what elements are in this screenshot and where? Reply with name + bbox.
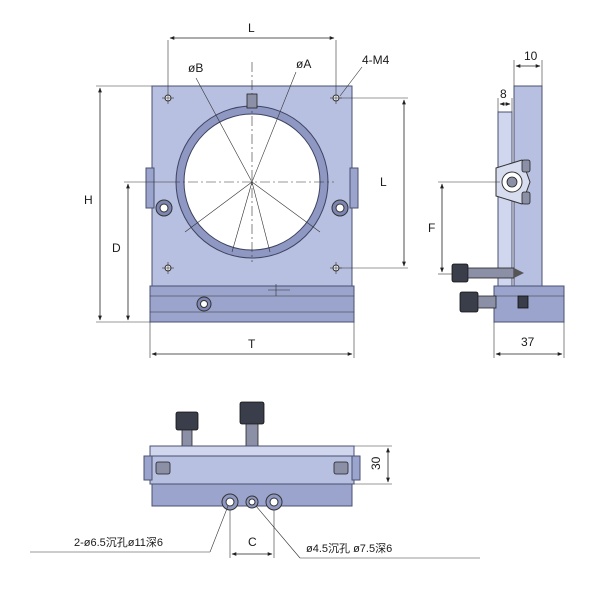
label-C: C [248, 535, 257, 549]
retaining-screw [246, 93, 258, 109]
front-base [149, 285, 355, 323]
front-view: L øB øA 4-M4 H D L T [84, 21, 408, 358]
label-30: 30 [369, 456, 383, 470]
label-phiB: øB [188, 61, 203, 75]
bottom-knob-right [239, 401, 265, 425]
label-F: F [428, 221, 435, 235]
bottom-top-layer [149, 445, 355, 457]
side-knob-lower [459, 291, 479, 313]
side-view: 10 8 F 37 [428, 49, 565, 358]
label-phiA: øA [296, 57, 311, 71]
label-H: H [84, 193, 93, 207]
label-D: D [112, 241, 121, 255]
bottom-view: 30 C 2-ø6.5沉孔ø11深6 ø4.5沉孔 ø7.5深6 [30, 401, 480, 559]
right-tab [349, 167, 359, 209]
label-10: 10 [524, 49, 538, 63]
label-T: T [248, 337, 256, 351]
bottom-main-block [149, 455, 355, 485]
left-tab [145, 167, 155, 209]
side-base [493, 285, 565, 323]
side-knob-upper [451, 263, 469, 283]
label-4-M4: 4-M4 [362, 53, 390, 67]
label-counterbore-left: 2-ø6.5沉孔ø11深6 [74, 536, 163, 549]
bottom-knob-left [175, 411, 199, 431]
m4-holes [162, 92, 342, 274]
label-L-top: L [248, 21, 255, 35]
label-L-right: L [380, 175, 387, 189]
label-8: 8 [500, 87, 507, 101]
label-37: 37 [521, 335, 535, 349]
label-counterbore-right: ø4.5沉孔 ø7.5深6 [306, 542, 392, 555]
